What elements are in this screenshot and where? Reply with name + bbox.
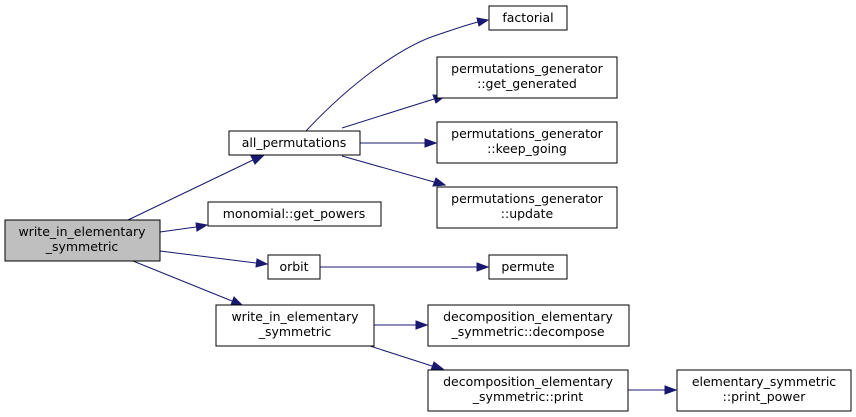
- edge-print-print-power-arrow: [664, 385, 678, 395]
- edge-write2-print-arrow: [430, 361, 445, 371]
- edge-write2-print: [369, 345, 433, 367]
- node-get-generated-line2: ::get_generated: [477, 76, 577, 91]
- node-keep-going-box: [436, 121, 618, 164]
- node-decompose-line1: decomposition_elementary: [443, 309, 613, 324]
- node-write2-line1: write_in_elementary: [231, 309, 359, 324]
- node-print[interactable]: decomposition_elementary _symmetric::pri…: [427, 369, 629, 412]
- node-print-line2: _symmetric::print: [472, 389, 583, 404]
- node-write2-box: [215, 304, 375, 347]
- node-update[interactable]: permutations_generator ::update: [436, 186, 618, 229]
- node-permute-label: permute: [501, 259, 555, 274]
- node-write2-line2: _symmetric: [258, 324, 332, 339]
- node-print-power-box: [676, 369, 852, 412]
- node-factorial-label: factorial: [502, 10, 553, 25]
- node-decompose[interactable]: decomposition_elementary _symmetric::dec…: [427, 304, 630, 347]
- node-all-permutations[interactable]: all_permutations: [228, 130, 361, 156]
- node-get-generated-box: [436, 56, 618, 99]
- edge-all-permutations-update: [341, 155, 435, 183]
- node-all-permutations-label: all_permutations: [242, 135, 347, 150]
- node-orbit[interactable]: orbit: [267, 254, 321, 280]
- node-get-powers[interactable]: monomial::get_powers: [207, 201, 382, 227]
- edge-root-orbit-arrow: [255, 258, 269, 268]
- edge-root-get-powers-arrow: [195, 222, 209, 232]
- node-root[interactable]: write_in_elementary _symmetric: [4, 219, 161, 262]
- node-factorial[interactable]: factorial: [488, 5, 568, 31]
- edge-all-permutations-get-generated: [341, 98, 435, 129]
- edge-all-permutations-factorial-arrow: [476, 17, 490, 27]
- node-keep-going-line2: ::keep_going: [487, 141, 567, 156]
- node-update-line1: permutations_generator: [451, 191, 603, 206]
- edges: [127, 17, 678, 395]
- node-root-line2: _symmetric: [45, 239, 119, 254]
- node-print-box: [427, 369, 629, 412]
- node-write2[interactable]: write_in_elementary _symmetric: [215, 304, 375, 347]
- node-update-box: [436, 186, 618, 229]
- node-print-power-line2: ::print_power: [723, 389, 807, 404]
- node-print-power[interactable]: elementary_symmetric ::print_power: [676, 369, 852, 412]
- node-permute-box: [488, 254, 568, 280]
- node-keep-going[interactable]: permutations_generator ::keep_going: [436, 121, 618, 164]
- edge-all-permutations-factorial: [305, 21, 479, 132]
- node-decompose-box: [427, 304, 630, 347]
- node-root-line1: write_in_elementary: [18, 224, 146, 239]
- edge-all-permutations-keep-going-arrow: [424, 138, 438, 148]
- node-factorial-box: [488, 5, 568, 31]
- edge-root-write2: [132, 260, 233, 302]
- node-update-line2: ::update: [501, 206, 554, 221]
- node-get-generated[interactable]: permutations_generator ::get_generated: [436, 56, 618, 99]
- edge-all-permutations-update-arrow: [432, 177, 447, 187]
- edge-root-get-powers: [159, 226, 197, 233]
- node-orbit-label: orbit: [279, 259, 308, 274]
- node-get-powers-label: monomial::get_powers: [223, 206, 366, 221]
- node-decompose-line2: _symmetric::decompose: [450, 324, 604, 339]
- edge-root-all-permutations-arrow: [250, 154, 266, 165]
- node-orbit-box: [267, 254, 321, 280]
- edge-root-orbit: [159, 250, 257, 264]
- node-get-powers-box: [207, 201, 382, 227]
- node-all-permutations-box: [228, 130, 361, 156]
- node-get-generated-line1: permutations_generator: [451, 61, 603, 76]
- node-print-line1: decomposition_elementary: [443, 374, 613, 389]
- node-keep-going-line1: permutations_generator: [451, 126, 603, 141]
- node-permute[interactable]: permute: [488, 254, 568, 280]
- edge-root-all-permutations: [127, 159, 254, 221]
- edge-orbit-permute-arrow: [476, 262, 490, 272]
- edge-write2-decompose-arrow: [415, 320, 429, 330]
- node-print-power-line1: elementary_symmetric: [692, 374, 836, 389]
- node-root-box: [4, 219, 161, 262]
- edge-root-write2-arrow: [230, 296, 244, 306]
